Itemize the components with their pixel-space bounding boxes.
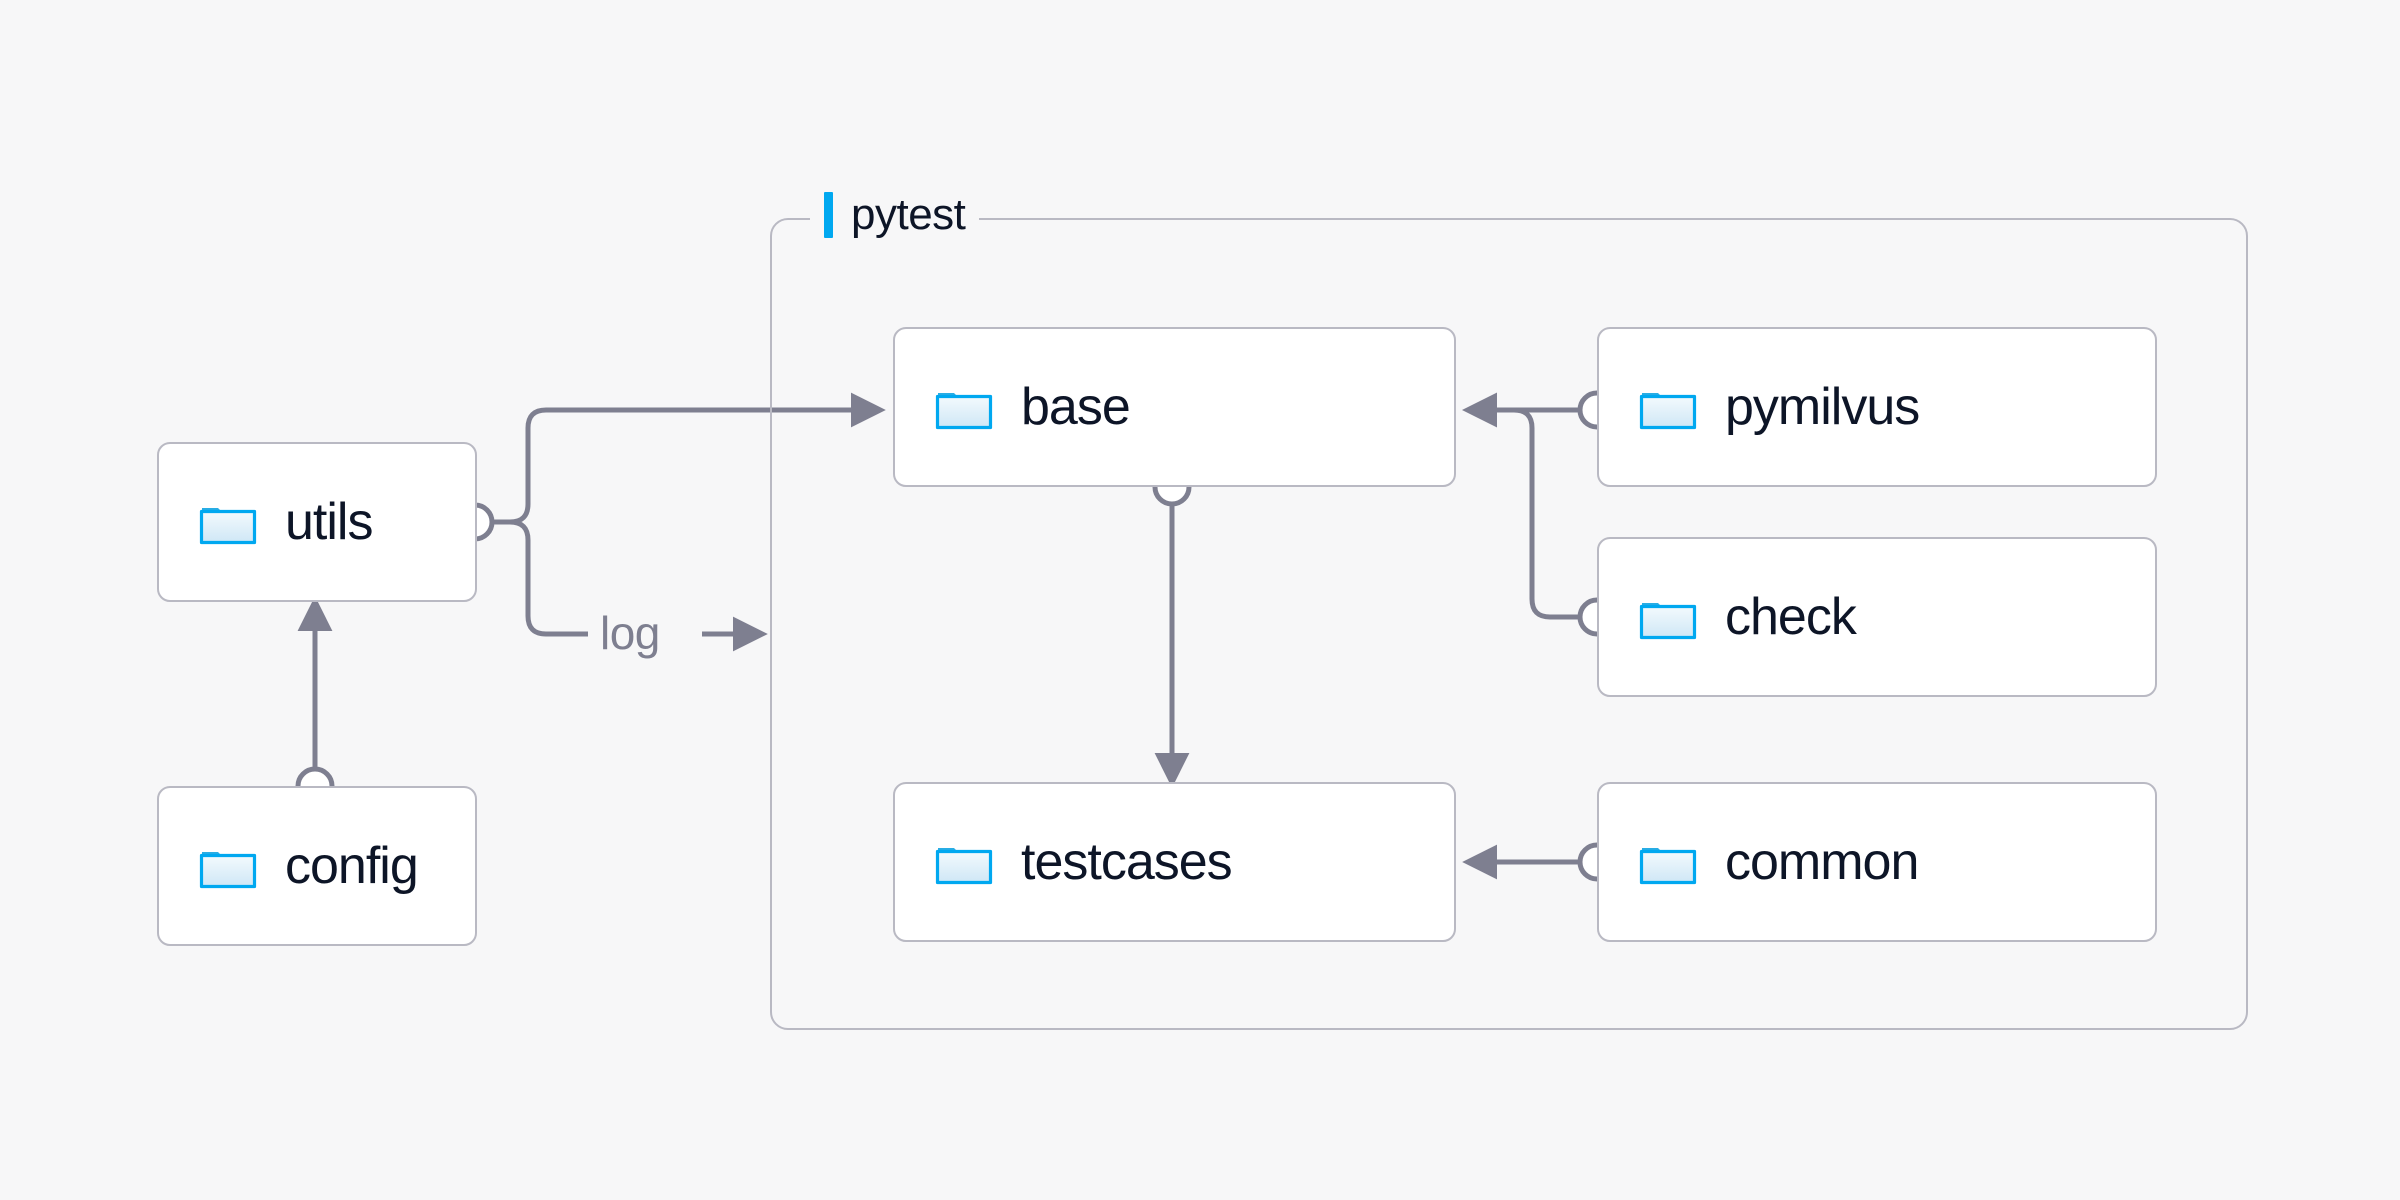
node-testcases-label: testcases (1021, 833, 1233, 891)
node-base[interactable]: base (893, 327, 1456, 487)
node-config[interactable]: config (157, 786, 477, 946)
node-common[interactable]: common (1597, 782, 2157, 942)
edge-label-log-text: log (600, 607, 660, 659)
node-common-label: common (1725, 833, 1919, 891)
node-utils[interactable]: utils (157, 442, 477, 602)
node-base-label: base (1021, 378, 1131, 436)
node-pymilvus[interactable]: pymilvus (1597, 327, 2157, 487)
folder-icon (199, 508, 257, 545)
folder-icon (935, 393, 993, 430)
folder-icon (1639, 848, 1697, 885)
node-pymilvus-label: pymilvus (1725, 378, 1920, 436)
node-config-label: config (285, 837, 419, 895)
accent-bar-icon (824, 192, 833, 238)
node-utils-label: utils (285, 493, 373, 551)
edge-label-log[interactable]: log (600, 606, 660, 660)
folder-icon (1639, 603, 1697, 640)
group-pytest[interactable] (770, 218, 2248, 1030)
folder-icon (1639, 393, 1697, 430)
node-check-label: check (1725, 588, 1857, 646)
folder-icon (935, 848, 993, 885)
node-testcases[interactable]: testcases (893, 782, 1456, 942)
folder-icon (199, 852, 257, 889)
group-pytest-title: pytest (851, 190, 966, 239)
node-check[interactable]: check (1597, 537, 2157, 697)
group-pytest-header: pytest (810, 188, 980, 242)
